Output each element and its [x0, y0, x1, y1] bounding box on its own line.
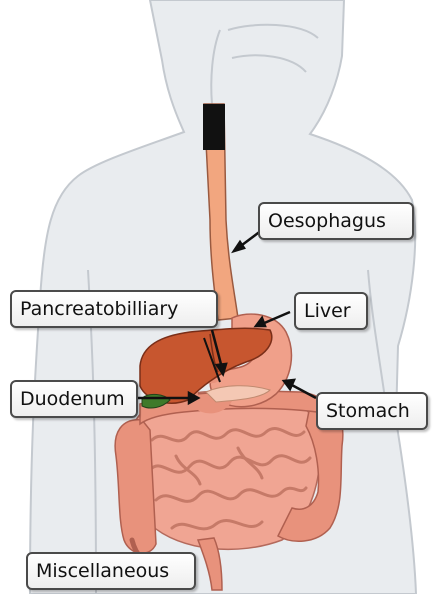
label-duodenum[interactable]: Duodenum: [10, 380, 138, 418]
label-stomach[interactable]: Stomach: [316, 392, 428, 430]
oesophagus-top-dark: [203, 104, 225, 150]
label-oesophagus[interactable]: Oesophagus: [258, 202, 414, 240]
label-miscellaneous[interactable]: Miscellaneous: [26, 552, 196, 590]
label-liver[interactable]: Liver: [294, 292, 368, 330]
label-pancreatobilliary[interactable]: Pancreatobilliary: [10, 290, 218, 328]
